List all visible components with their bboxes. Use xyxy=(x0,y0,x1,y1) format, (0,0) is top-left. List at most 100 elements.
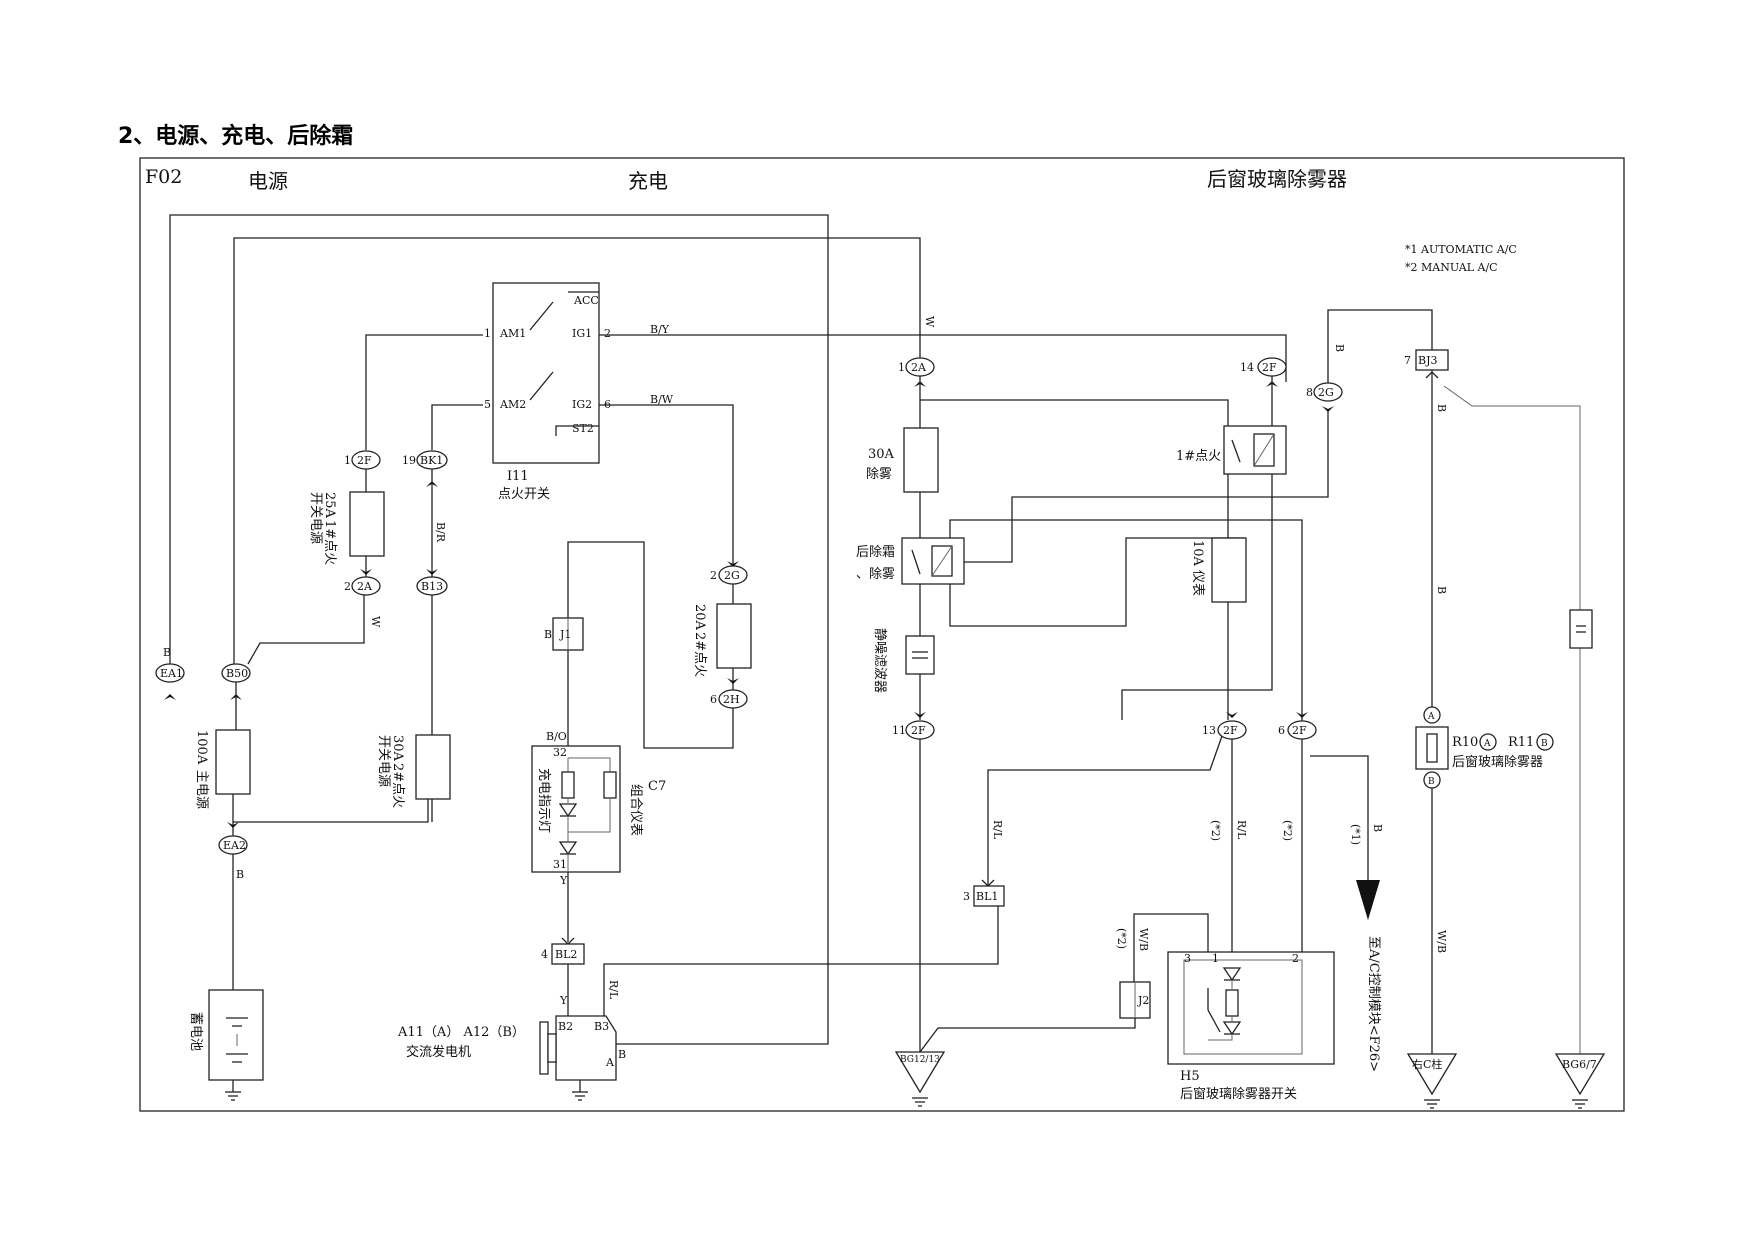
svg-text:BJ3: BJ3 xyxy=(1418,354,1438,367)
svg-text:ACC: ACC xyxy=(573,294,599,307)
defogger-id-b: R11 xyxy=(1508,735,1534,750)
ignition-name: 点火开关 xyxy=(498,487,550,502)
ground-bg12 xyxy=(894,1051,946,1107)
defog-section: W 2A 1 30A 除雾 后除霜 、除雾 静噪滤波器 xyxy=(856,309,1606,1109)
svg-text:19: 19 xyxy=(402,454,416,467)
svg-text:B50: B50 xyxy=(226,667,248,680)
connector-bl2: BL2 4 xyxy=(541,943,585,965)
svg-text:2H: 2H xyxy=(723,693,740,706)
svg-text:B13: B13 xyxy=(421,580,443,593)
connector-bl1: BL1 3 xyxy=(963,885,1005,907)
fuse-100a xyxy=(215,729,251,795)
noise-filter-label: 静噪滤波器 xyxy=(872,628,887,693)
svg-text:8: 8 xyxy=(1306,386,1313,399)
svg-text:6: 6 xyxy=(710,693,717,706)
battery xyxy=(208,989,264,1101)
ignition-id: I11 xyxy=(507,469,529,484)
section-defog: 后窗玻璃除雾器 xyxy=(1207,167,1347,191)
relay-defog-label-b: 、除雾 xyxy=(856,567,895,582)
switch-pin-1: 1 xyxy=(1212,952,1219,965)
ground-bg6 xyxy=(1554,1053,1606,1109)
relay-ignition xyxy=(1223,425,1287,475)
fuse-25a-group: 开关电源 xyxy=(308,492,323,544)
wire-color-rl-13: R/L xyxy=(1235,820,1248,840)
cluster-pin-32: 32 xyxy=(553,746,567,759)
wire-color-ea1: B xyxy=(163,646,171,659)
svg-text:IG2: IG2 xyxy=(572,398,592,411)
relay-defog-label-a: 后除霜 xyxy=(856,545,895,560)
connector-ea1: EA1 xyxy=(155,663,185,700)
cluster-name: 组合仪表 xyxy=(628,784,643,836)
fuse-100a-rating: 100A xyxy=(194,730,209,765)
svg-text:2G: 2G xyxy=(1318,386,1334,399)
svg-text:2G: 2G xyxy=(724,569,740,582)
wire-color-rl-bl1: R/L xyxy=(991,820,1004,840)
connector-2f-11: 2F 11 xyxy=(892,720,935,740)
fuse-10a-rating: 10A xyxy=(1190,540,1205,567)
ignition-switch: ACC AM1 IG1 AM2 IG2 ST2 xyxy=(492,282,600,464)
power-section: EA1 B B50 100A 主电源 EA2 B xyxy=(155,214,1287,1101)
connector-2g-8: 2G 8 xyxy=(1306,382,1343,402)
ignition-pin-am1: 1 xyxy=(484,327,491,340)
connector-j1: J1 xyxy=(552,617,584,651)
connector-2f-13: 2F 13 xyxy=(1202,720,1247,740)
wire-color-ea2: B xyxy=(236,868,244,881)
fuse-30a-switch xyxy=(415,734,451,800)
svg-text:4: 4 xyxy=(541,948,548,961)
battery-label: 蓄电池 xyxy=(188,1012,203,1051)
svg-text:2A: 2A xyxy=(357,580,373,593)
svg-text:2F: 2F xyxy=(357,454,372,467)
svg-text:1: 1 xyxy=(898,361,905,374)
connector-2f-6: 2F 6 xyxy=(1278,720,1317,740)
wire-color-rl-alt: R/L xyxy=(607,980,620,1000)
defogger-term-b: B xyxy=(1541,739,1548,749)
defogger-term-a: A xyxy=(1483,739,1491,749)
relay-ignition-label: 1#点火 xyxy=(1176,449,1221,464)
svg-text:BK1: BK1 xyxy=(420,454,443,467)
alt-name: 交流发电机 xyxy=(406,1044,471,1060)
defogger-id-a: R10 xyxy=(1452,735,1478,750)
svg-text:2F: 2F xyxy=(1223,724,1238,737)
connector-b13: B13 xyxy=(416,576,448,596)
fuse-10a-name: 仪表 xyxy=(1190,570,1205,596)
connector-j2: J2 xyxy=(1119,981,1151,1019)
fuse-30a-switch-rating: 30A xyxy=(390,735,405,762)
diagram-frame xyxy=(139,157,1625,1112)
alt-b: B xyxy=(618,1048,626,1061)
fuse-25a-rating: 25A xyxy=(322,492,337,519)
svg-text:3: 3 xyxy=(963,890,970,903)
ignition-pin-ig1: 2 xyxy=(604,327,611,340)
section-power: 电源 xyxy=(248,169,288,193)
wire-color-ig2: B/W xyxy=(650,393,674,406)
svg-text:AM1: AM1 xyxy=(499,327,526,340)
connector-2a-1: 2A 1 xyxy=(898,357,935,377)
svg-text:2: 2 xyxy=(710,569,717,582)
wire-color-b-bj3-a: B xyxy=(1435,404,1448,412)
section-charge: 充电 xyxy=(628,169,668,193)
connector-2g-2: 2G 2 xyxy=(710,565,748,585)
svg-text:14: 14 xyxy=(1240,361,1254,374)
wire-note-13: (*2) xyxy=(1209,820,1222,841)
fuse-20a-name: 2#点火 xyxy=(692,632,707,677)
svg-text:2A: 2A xyxy=(911,361,927,374)
svg-text:2F: 2F xyxy=(1292,724,1307,737)
switch-pin-3: 3 xyxy=(1184,952,1191,965)
ac-module-label: 至A/C控制模块<F26> xyxy=(1366,936,1381,1072)
wire-note-ac: (*1) xyxy=(1349,824,1362,845)
fuse-30a-switch-name: 2#点火 xyxy=(390,763,405,808)
note-automatic-ac: *1 AUTOMATIC A/C xyxy=(1405,243,1517,256)
wire-color-wb-gnd: W/B xyxy=(1435,930,1448,953)
wire-color-y-alt: Y xyxy=(559,994,568,1007)
fuse-30a-defog xyxy=(903,427,939,493)
svg-text:ST2: ST2 xyxy=(572,422,594,435)
wire-color-y-cluster: Y xyxy=(559,874,568,887)
svg-text:IG1: IG1 xyxy=(572,327,592,340)
wire-color-2a: W xyxy=(369,616,382,628)
alt-a: A xyxy=(605,1056,615,1069)
switch-pin-2: 2 xyxy=(1292,952,1299,965)
wire-color-wb-j2: W/B xyxy=(1137,928,1150,951)
frame-code: F02 xyxy=(145,166,182,188)
fuse-20a xyxy=(716,603,752,669)
wire-color-bo: B/O xyxy=(546,730,567,743)
